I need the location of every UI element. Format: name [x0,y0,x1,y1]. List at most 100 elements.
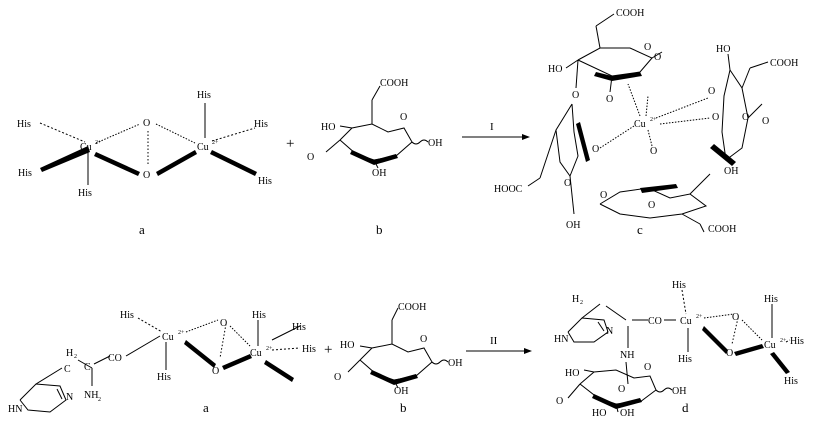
compound-label-a: a [139,222,145,237]
sugar-b-bottom: COOH HO O O OH OH [334,302,462,397]
his-label: His [157,372,171,383]
oh-label: OH [372,168,386,179]
bridging-oxygen: O [220,318,227,329]
reaction-arrow-ii: II [466,335,532,354]
o-label: O [708,86,715,97]
o-label: O [556,396,563,407]
ho-label: HO [592,408,606,419]
nh-label: NH [620,350,634,361]
charge-label: 2+ [178,330,185,336]
oh-label: OH [724,166,738,177]
compound-label-b: b [376,222,383,237]
ho-label: HO [340,340,354,351]
subscript-2: 2 [74,354,77,360]
o-label: O [742,112,749,123]
cu-label: Cu [764,340,776,351]
his-label: His [790,336,804,347]
charge-label: 2+ [212,140,219,146]
oh-label: OH [672,386,686,397]
glycosylated-cu-complex-d: HN N H 2 CO NH O HO O O OH HO OH Cu 2+ H… [554,280,804,419]
compound-label-b: b [400,400,407,415]
arrow-label-i: I [490,121,494,133]
cooh-label: COOH [770,58,798,69]
subscript-2: 2 [580,300,583,306]
his-label: His [784,376,798,387]
o-label: O [618,384,625,395]
his-label: His [764,294,778,305]
oh-label: OH [566,220,580,231]
o-label: O [307,152,314,163]
reaction-arrow-i: I [462,121,530,140]
ring-oxygen: O [644,42,651,53]
his-label: His [252,310,266,321]
bridging-oxygen: O [726,348,733,359]
sugar-b-top: COOH HO O O OH OH [307,78,442,179]
ring-oxygen: O [648,200,655,211]
bridging-oxygen: O [143,170,150,181]
o-label: O [650,146,657,157]
ring-oxygen: O [420,334,427,345]
his-label: His [302,344,316,355]
cu-cyclodextrin-complex-c: COOH HO O O O O HOOC O OH O O O OH COOH … [494,8,798,235]
compound-label-d: d [682,400,689,415]
o-label: O [592,144,599,155]
c-atom: C [64,364,71,375]
his-label: His [678,354,692,365]
ring-oxygen: O [762,116,769,127]
cu-label: Cu [162,332,174,343]
his-label: His [78,188,92,199]
cu-label: Cu [250,348,262,359]
hn-label: HN [554,334,568,345]
o-label: O [654,52,661,63]
h2-label: H [66,348,73,359]
oh-label: OH [620,408,634,419]
bridging-oxygen: O [212,366,219,377]
plus-sign: + [286,136,294,152]
cu-label: Cu [80,142,92,153]
subscript-2: 2 [98,397,101,403]
co-label: CO [648,316,662,327]
oh-label: OH [394,386,408,397]
charge-label: 2+ [95,140,102,146]
ho-label: HO [565,368,579,379]
charge-label: 2+ [650,117,657,123]
his-label: His [292,322,306,333]
dinuclear-cu-complex-top: His His His Cu 2+ O O Cu 2+ His His His [17,90,272,199]
cooh-label: COOH [380,78,408,89]
o-label: O [334,372,341,383]
his-label: His [258,176,272,187]
charge-label: 2+ [780,338,787,344]
ho-label: HO [716,44,730,55]
hooc-label: HOOC [494,184,523,195]
cooh-label: COOH [616,8,644,19]
charge-label: 2+ [696,314,703,320]
cu-label: Cu [680,316,692,327]
his-label: His [17,119,31,130]
ho-label: HO [321,122,335,133]
ring-oxygen: O [400,112,407,123]
hn-label: HN [8,404,22,415]
n-label: N [606,326,613,337]
ring-oxygen: O [644,362,651,373]
o-label: O [606,94,613,105]
his-label: His [672,280,686,291]
his-label: His [197,90,211,101]
cu-label: Cu [634,119,646,130]
arrow-label-ii: II [490,335,498,347]
plus-sign: + [324,342,332,358]
o-label: O [572,90,579,101]
his-label: His [120,310,134,321]
oh-label: OH [428,138,442,149]
oh-label: OH [448,358,462,369]
charge-label: 2+ [266,346,273,352]
co-label: CO [108,353,122,364]
o-label: O [600,190,607,201]
bridging-oxygen: O [143,118,150,129]
his-label: His [18,168,32,179]
c-atom: C [84,362,91,373]
ring-oxygen: O [564,178,571,189]
compound-label-c: c [637,222,643,237]
ho-label: HO [548,64,562,75]
